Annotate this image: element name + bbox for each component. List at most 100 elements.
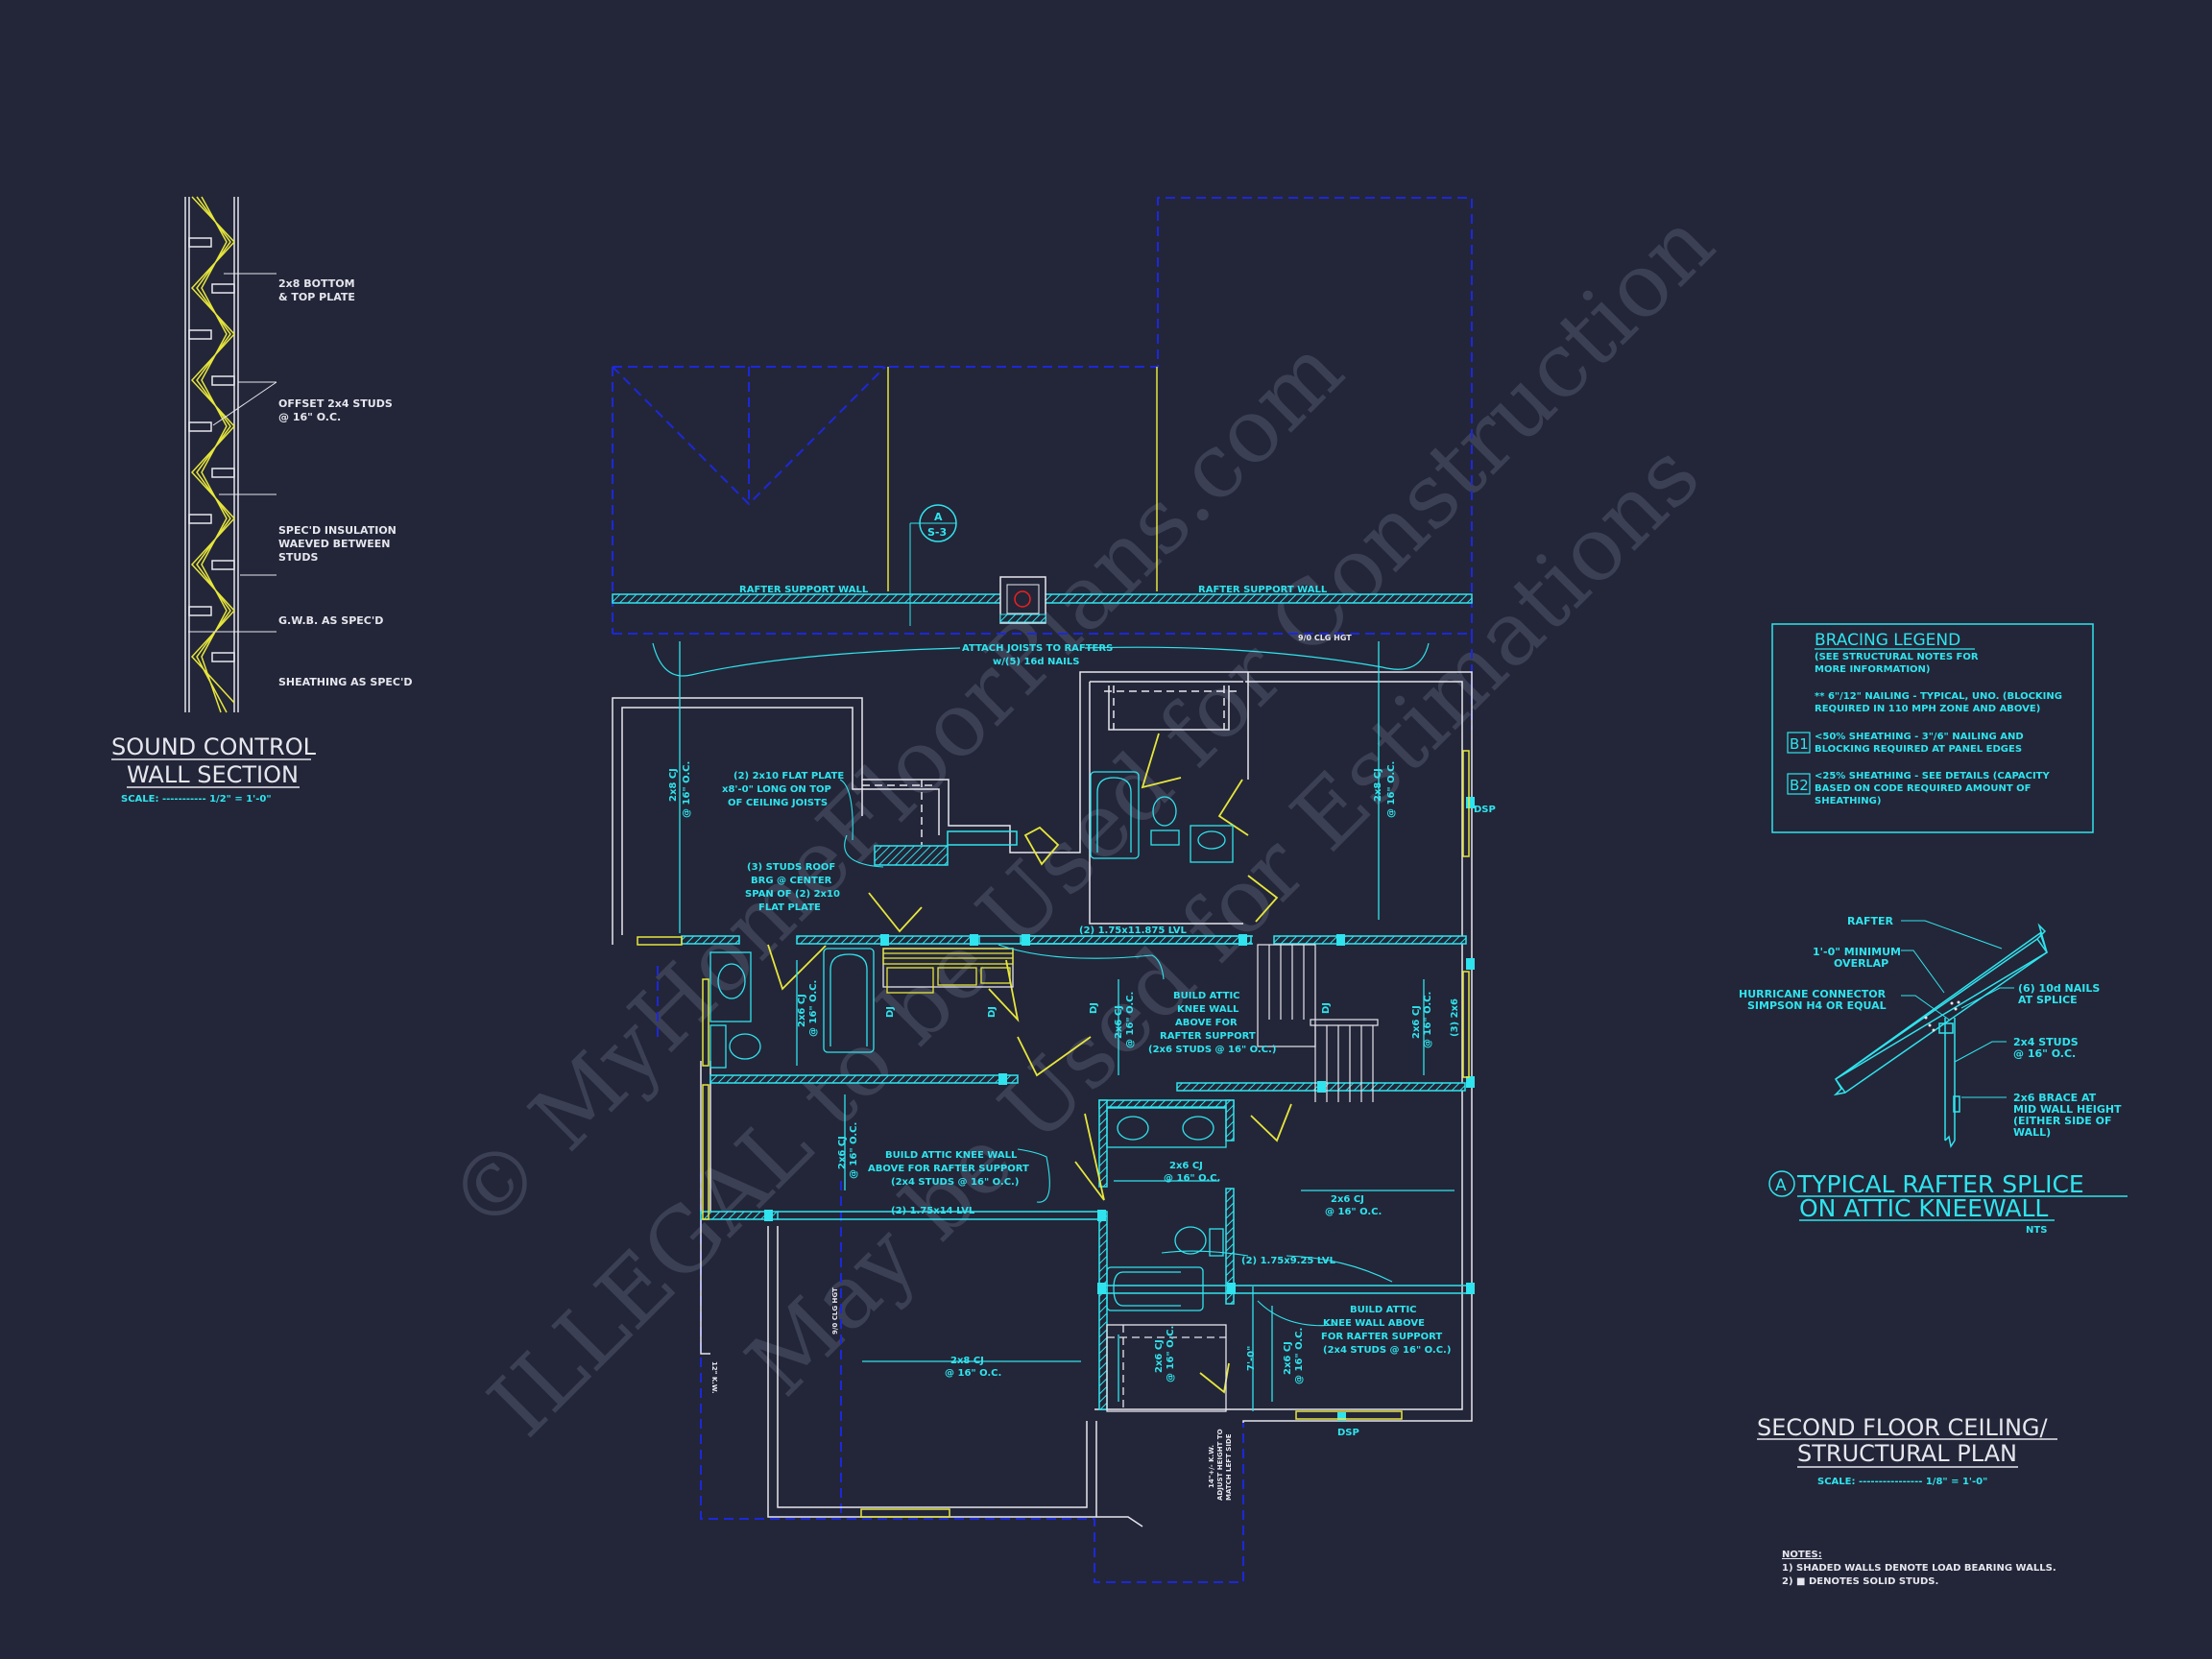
cj-oc-bedroom: @ 16" O.C. bbox=[1325, 1207, 1382, 1217]
callout-insulation-1: SPEC'D INSULATION bbox=[278, 524, 397, 537]
staircase bbox=[1257, 944, 1379, 1102]
knee-right-1: BUILD ATTIC bbox=[1350, 1305, 1417, 1315]
knee-center-4: RAFTER SUPPORT bbox=[1160, 1031, 1256, 1042]
callout-gwb: G.W.B. AS SPEC'D bbox=[278, 614, 383, 627]
rafter-detail-title-1: TYPICAL RAFTER SPLICE bbox=[1796, 1170, 2084, 1198]
dj-label-1: DJ bbox=[885, 1006, 896, 1018]
dsp-label-right: DSP bbox=[1474, 805, 1496, 815]
section-tag-bottom: S-3 bbox=[927, 526, 947, 539]
note-2: 2) ■ DENOTES SOLID STUDS. bbox=[1782, 1576, 1938, 1587]
studs-label-2: @ 16" O.C. bbox=[2013, 1047, 2076, 1060]
studs-roof-label-4: FLAT PLATE bbox=[758, 902, 821, 913]
attach-joists-label-1: ATTACH JOISTS TO RAFTERS bbox=[962, 643, 1113, 654]
kw-14-label-2: ADJUST HEIGHT TO bbox=[1216, 1429, 1224, 1501]
sound-control-title-2: WALL SECTION bbox=[127, 761, 299, 788]
cj-label-right: 2x8 CJ bbox=[1373, 768, 1383, 802]
knee-center-1: BUILD ATTIC bbox=[1173, 991, 1240, 1001]
flat-plate-label-2: x8'-0" LONG ON TOP bbox=[722, 784, 831, 795]
bracing-b2-line-3: SHEATHING) bbox=[1815, 796, 1881, 806]
cj-label-center: 2x6 CJ bbox=[1114, 1005, 1124, 1039]
callout-insulation-2: WAEVED BETWEEN bbox=[278, 538, 390, 550]
overlap-label-2: OVERLAP bbox=[1834, 957, 1888, 970]
watermark-line-3: May be Used for Estimations bbox=[728, 423, 1719, 1415]
studs-roof-label-3: SPAN OF (2) 2x10 bbox=[745, 889, 840, 900]
bracing-b1-line-2: BLOCKING REQUIRED AT PANEL EDGES bbox=[1815, 744, 2022, 755]
cj-oc-right: @ 16" O.C. bbox=[1386, 761, 1397, 818]
bracing-typical-1: ** 6"/12" NAILING - TYPICAL, UNO. (BLOCK… bbox=[1815, 691, 2062, 702]
cj-oc-se: @ 16" O.C. bbox=[1294, 1328, 1305, 1384]
bracing-legend: BRACING LEGEND (SEE STRUCTURAL NOTES FOR… bbox=[1771, 623, 2094, 833]
knee-left-1: BUILD ATTIC KNEE WALL bbox=[885, 1150, 1018, 1161]
rafter-detail-scale: NTS bbox=[2026, 1225, 2047, 1236]
bracing-b2-line-2: BASED ON CODE REQUIRED AMOUNT OF bbox=[1815, 783, 2031, 794]
cj-label-left: 2x8 CJ bbox=[668, 768, 679, 802]
lvl-label-top: (2) 1.75x11.875 LVL bbox=[1079, 926, 1188, 936]
rafter-detail-title-2: ON ATTIC KNEEWALL bbox=[1799, 1194, 2048, 1222]
knee-center-2: KNEE WALL bbox=[1177, 1004, 1239, 1015]
cj-label-bedroom: 2x6 CJ bbox=[1331, 1194, 1364, 1205]
detail-tag: A bbox=[1775, 1176, 1787, 1195]
b2-tag-box bbox=[1787, 773, 1811, 795]
cj-oc-east: @ 16" O.C. bbox=[1423, 992, 1433, 1048]
brace-label-3: (EITHER SIDE OF bbox=[2013, 1115, 2112, 1127]
dj-label-3: DJ bbox=[1089, 1002, 1099, 1014]
plan-scale: SCALE: ---------------- 1/8" = 1'-0" bbox=[1817, 1477, 1987, 1487]
cj-oc-hall: @ 16" O.C. bbox=[1164, 1173, 1220, 1184]
bracing-subtitle-1: (SEE STRUCTURAL NOTES FOR bbox=[1815, 652, 1979, 662]
dsp-label-bottom: DSP bbox=[1337, 1428, 1359, 1438]
plan-title-1: SECOND FLOOR CEILING/ bbox=[1757, 1414, 2049, 1441]
dj-label-4: DJ bbox=[1321, 1002, 1332, 1014]
bracing-typical-2: REQUIRED IN 110 MPH ZONE AND ABOVE) bbox=[1815, 704, 2040, 714]
brace-label-2: MID WALL HEIGHT bbox=[2013, 1103, 2122, 1116]
watermark-line-1: © MyHomeFloorPlans.com bbox=[428, 319, 1362, 1253]
knee-left-3: (2x4 STUDS @ 16" O.C.) bbox=[891, 1177, 1019, 1188]
callout-insulation-3: STUDS bbox=[278, 551, 318, 564]
brace-label-1: 2x6 BRACE AT bbox=[2013, 1092, 2097, 1104]
callout-sheathing: SHEATHING AS SPEC'D bbox=[278, 676, 413, 688]
knee-center-3: ABOVE FOR bbox=[1175, 1018, 1238, 1028]
studs-roof-label-1: (3) STUDS ROOF bbox=[747, 862, 835, 873]
cj-label-east: 2x6 CJ bbox=[1411, 1005, 1422, 1039]
rafter-splice-detail: RAFTER 1'-0" MINIMUM OVERLAP HURRICANE C… bbox=[1739, 915, 2128, 1236]
nails-label-2: AT SPLICE bbox=[2018, 994, 2078, 1006]
rafter-wall-label-right: RAFTER SUPPORT WALL bbox=[1198, 585, 1328, 595]
watermark: © MyHomeFloorPlans.com ILLEGAL to be Use… bbox=[428, 192, 1733, 1456]
b1-tag: B1 bbox=[1790, 735, 1809, 753]
cj-oc-bath: @ 16" O.C. bbox=[808, 980, 819, 1037]
cj-oc-left: @ 16" O.C. bbox=[682, 761, 692, 818]
studs-roof-label-2: BRG @ CENTER bbox=[751, 876, 832, 886]
cj-oc-west: @ 16" O.C. bbox=[849, 1122, 859, 1179]
cj-oc-closet: @ 16" O.C. bbox=[1166, 1326, 1176, 1382]
hurricane-label-2: SIMPSON H4 OR EQUAL bbox=[1747, 999, 1887, 1012]
b2-tag: B2 bbox=[1790, 777, 1809, 794]
knee-right-4: (2x4 STUDS @ 16" O.C.) bbox=[1323, 1345, 1451, 1356]
sound-control-title-1: SOUND CONTROL bbox=[111, 733, 317, 760]
bracing-b2-line-1: <25% SHEATHING - SEE DETAILS (CAPACITY bbox=[1815, 771, 2050, 781]
notes-title: NOTES: bbox=[1782, 1550, 1822, 1560]
cj-label-hall: 2x6 CJ bbox=[1169, 1161, 1203, 1171]
rafter-label: RAFTER bbox=[1847, 915, 1894, 927]
clg-hgt-bottom: 9/0 CLG HGT bbox=[831, 1287, 839, 1334]
section-tag-top: A bbox=[934, 511, 943, 523]
dim-7-0: 7'-0" bbox=[1246, 1346, 1257, 1371]
sound-control-scale: SCALE: ----------- 1/2" = 1'-0" bbox=[121, 794, 272, 805]
flue-icon bbox=[1014, 590, 1031, 608]
b1-tag-box bbox=[1787, 732, 1811, 754]
cj-oc-bottom: @ 16" O.C. bbox=[945, 1368, 1001, 1379]
note-1: 1) SHADED WALLS DENOTE LOAD BEARING WALL… bbox=[1782, 1563, 2056, 1574]
kw-12-label: 12" K.W. bbox=[710, 1361, 718, 1394]
knee-center-5: (2x6 STUDS @ 16" O.C.) bbox=[1148, 1045, 1276, 1055]
knee-right-3: FOR RAFTER SUPPORT bbox=[1321, 1332, 1442, 1342]
cj-label-west: 2x6 CJ bbox=[837, 1136, 848, 1169]
cj-oc-center: @ 16" O.C. bbox=[1125, 992, 1136, 1048]
bracing-subtitle-2: MORE INFORMATION) bbox=[1815, 664, 1930, 675]
cj-label-bottom: 2x8 CJ bbox=[950, 1356, 984, 1366]
callout-plate-2: & TOP PLATE bbox=[278, 291, 355, 303]
callout-studs-1: OFFSET 2x4 STUDS bbox=[278, 397, 393, 410]
lvl-label-mid: (2) 1.75x14 LVL bbox=[891, 1206, 975, 1216]
bracing-b1-line-1: <50% SHEATHING - 3"/6" NAILING AND bbox=[1815, 732, 2024, 742]
knee-right-2: KNEE WALL ABOVE bbox=[1323, 1318, 1425, 1329]
lvl-label-right: (2) 1.75x9.25 LVL bbox=[1241, 1256, 1336, 1266]
flat-plate-label-1: (2) 2x10 FLAT PLATE bbox=[733, 771, 844, 781]
